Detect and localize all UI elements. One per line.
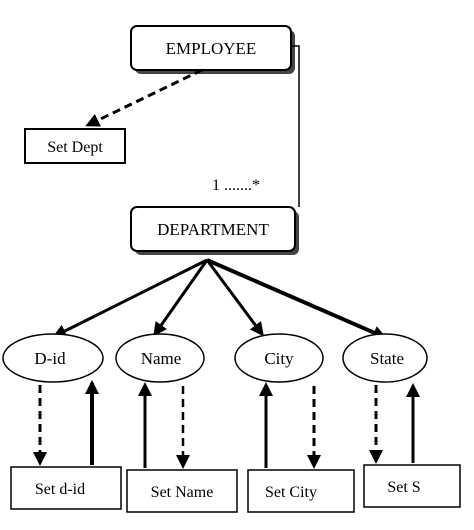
setter-name-box: Set Name [126,469,238,513]
multiplicity-label: 1 .......* [212,177,260,194]
department-to-did-arrow [52,258,208,338]
setter-city-box: Set City [247,469,355,513]
setter-state-label: Set S [387,479,420,496]
setter-city-label: Set City [265,484,317,501]
attribute-did: D-id [2,333,104,383]
attribute-state-label: State [370,349,404,368]
association-line [291,45,300,207]
attribute-city-label: City [264,349,294,368]
attribute-did-label: D-id [34,349,66,368]
department-to-city-arrow [205,259,264,337]
department-class-box: DEPARTMENT [130,206,296,252]
employee-label: EMPLOYEE [166,39,257,58]
department-to-state-arrow [206,258,387,340]
employee-class-box: EMPLOYEE [130,25,292,71]
setter-name-label: Set Name [151,484,214,501]
department-to-name-arrow [153,259,209,337]
set-dept-box: Set Dept [24,128,126,164]
set-dept-label: Set Dept [47,139,103,156]
setter-did-box: Set d-id [10,466,122,510]
attribute-name-label: Name [141,349,182,368]
setter-state-box: Set S [363,464,461,508]
employee-to-set-dept-arrow [85,68,203,127]
attribute-name: Name [115,333,205,383]
department-label: DEPARTMENT [157,220,269,239]
setter-did-label: Set d-id [35,481,85,498]
attribute-state: State [342,333,428,383]
attribute-city: City [234,333,324,383]
